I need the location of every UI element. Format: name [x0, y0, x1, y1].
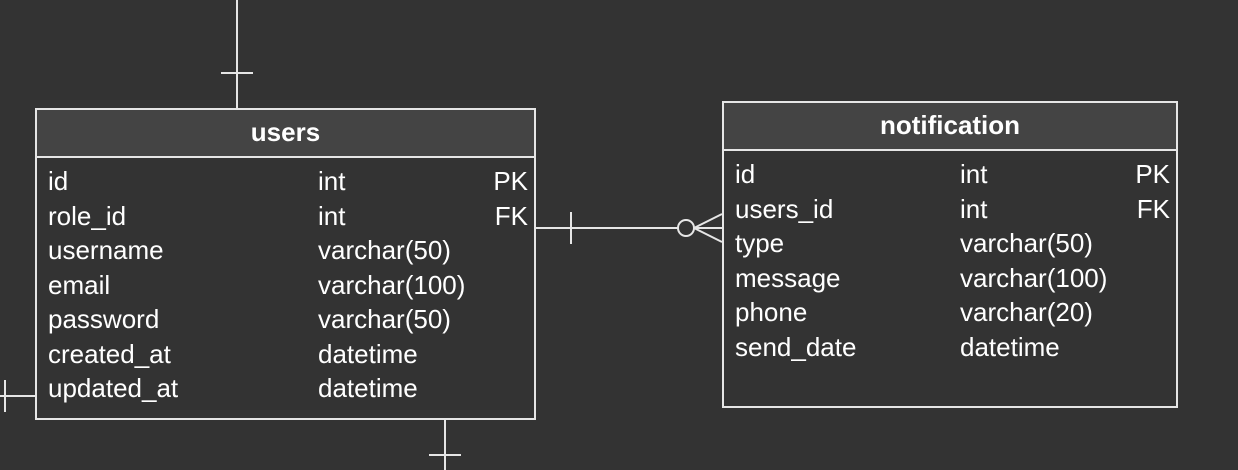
- users-entity-title: users: [37, 110, 534, 158]
- column-type: varchar(100): [960, 262, 1108, 293]
- users-column-row: updated_at datetime: [37, 371, 534, 406]
- column-name: created_at: [48, 338, 171, 369]
- column-type: int: [960, 193, 988, 224]
- users-column-row: created_at datetime: [37, 337, 534, 372]
- column-type: int: [960, 159, 988, 189]
- users-column-row: email varchar(100): [37, 268, 534, 303]
- users-bottom-connector: [429, 420, 461, 470]
- column-name: phone: [735, 297, 808, 327]
- column-type: int: [318, 166, 346, 196]
- column-type: varchar(20): [960, 297, 1093, 327]
- column-key: FK: [1136, 193, 1170, 224]
- users-column-row: password varchar(50): [37, 302, 534, 337]
- column-type: varchar(50): [318, 235, 451, 265]
- column-type: datetime: [960, 331, 1060, 362]
- users-notification-relationship: [536, 212, 723, 244]
- notification-column-row: id int PK: [724, 157, 1176, 192]
- column-name: username: [48, 235, 164, 265]
- column-key: FK: [494, 200, 528, 231]
- users-left-connector: [0, 380, 35, 412]
- column-name: message: [735, 262, 841, 293]
- notification-column-row: message varchar(100): [724, 261, 1176, 296]
- users-column-row: username varchar(50): [37, 233, 534, 268]
- column-key: PK: [493, 166, 528, 196]
- column-key: PK: [1135, 159, 1170, 189]
- column-name: email: [48, 269, 111, 300]
- column-name: id: [735, 159, 756, 189]
- column-name: type: [735, 228, 785, 258]
- users-entity[interactable]: users id int PK role_id int FK username …: [35, 108, 536, 420]
- column-name: updated_at: [48, 373, 179, 403]
- column-type: varchar(50): [960, 228, 1093, 258]
- column-type: int: [318, 200, 346, 231]
- column-name: password: [48, 304, 160, 334]
- notification-column-row: type varchar(50): [724, 226, 1176, 261]
- users-top-connector: [221, 0, 253, 108]
- column-type: varchar(50): [318, 304, 451, 334]
- notification-column-row: phone varchar(20): [724, 295, 1176, 330]
- column-name: users_id: [735, 193, 834, 224]
- notification-column-row: users_id int FK: [724, 192, 1176, 227]
- notification-entity-title: notification: [724, 103, 1176, 151]
- column-type: datetime: [318, 373, 418, 403]
- column-name: role_id: [48, 200, 127, 231]
- column-name: send_date: [735, 331, 857, 362]
- users-column-row: role_id int FK: [37, 199, 534, 234]
- column-type: datetime: [318, 338, 418, 369]
- users-entity-columns: id int PK role_id int FK username varcha…: [37, 158, 534, 406]
- notification-entity[interactable]: notification id int PK users_id int FK t…: [722, 101, 1178, 408]
- notification-entity-columns: id int PK users_id int FK type varchar(5…: [724, 151, 1176, 364]
- notification-column-row: send_date datetime: [724, 330, 1176, 365]
- users-column-row: id int PK: [37, 164, 534, 199]
- column-type: varchar(100): [318, 269, 466, 300]
- column-name: id: [48, 166, 69, 196]
